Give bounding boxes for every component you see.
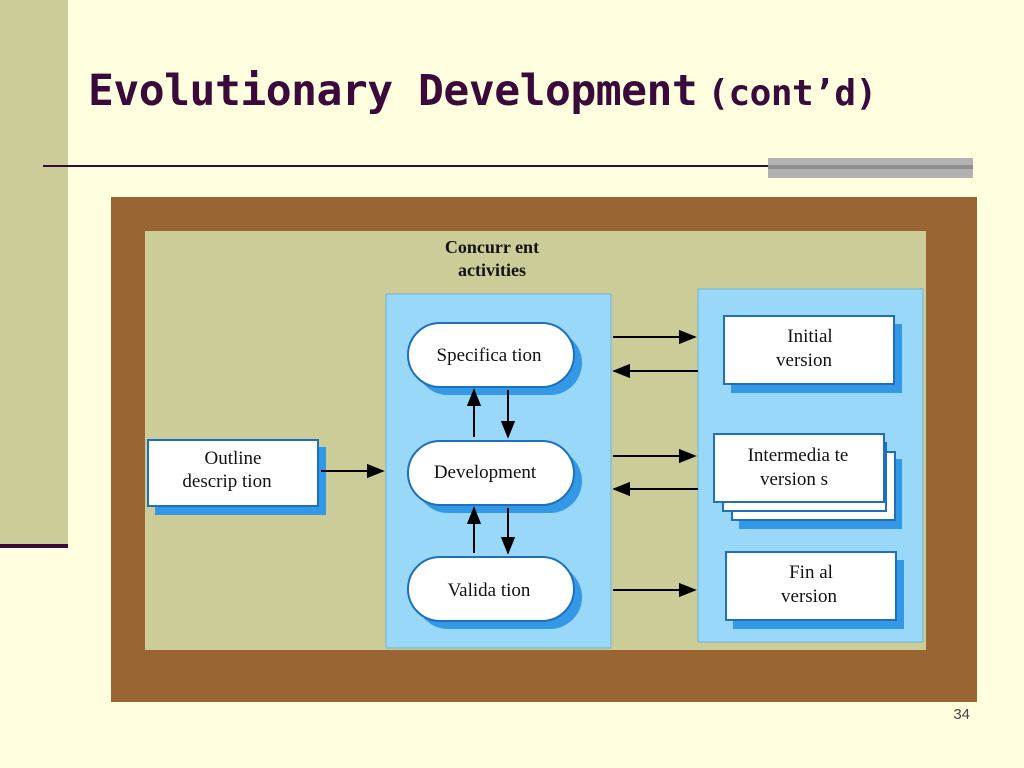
title-rule: [43, 165, 973, 167]
concurrent-label-line1: Concurr ent: [445, 237, 539, 257]
initial-version-box: [723, 315, 895, 385]
development-node: [407, 440, 575, 506]
specification-node: [407, 322, 575, 388]
slide-title: Evolutionary Development(cont’d): [88, 66, 877, 116]
title-rule-accent-inner: [768, 165, 973, 169]
page-number: 34: [953, 706, 970, 723]
development-label: Development: [434, 462, 537, 483]
outline-box: [147, 439, 319, 507]
specification-label: Specifica tion: [437, 345, 542, 366]
slide-title-suffix: (cont’d): [707, 73, 877, 114]
initial-version-line2: version: [776, 350, 832, 371]
evolutionary-development-diagram: Concurr ent activities Outline descrip t…: [111, 197, 977, 707]
final-version-box: [725, 551, 897, 621]
outline-label-line2: descrip tion: [182, 471, 272, 492]
left-decor-line: [0, 544, 68, 548]
final-version-line1: Fin al: [789, 562, 833, 583]
validation-label: Valida tion: [448, 580, 531, 601]
concurrent-label-line2: activities: [458, 260, 526, 280]
initial-version-line1: Initial: [787, 326, 832, 347]
intermediate-versions-line1: Intermedia te: [748, 445, 849, 466]
final-version-line2: version: [781, 586, 837, 607]
validation-node: [407, 556, 575, 622]
left-decor-band: [0, 0, 68, 545]
slide-title-main: Evolutionary Development: [88, 66, 698, 116]
outline-label-line1: Outline: [205, 448, 262, 469]
intermediate-versions-line2: version s: [760, 469, 828, 490]
intermediate-versions-box: [713, 433, 885, 503]
